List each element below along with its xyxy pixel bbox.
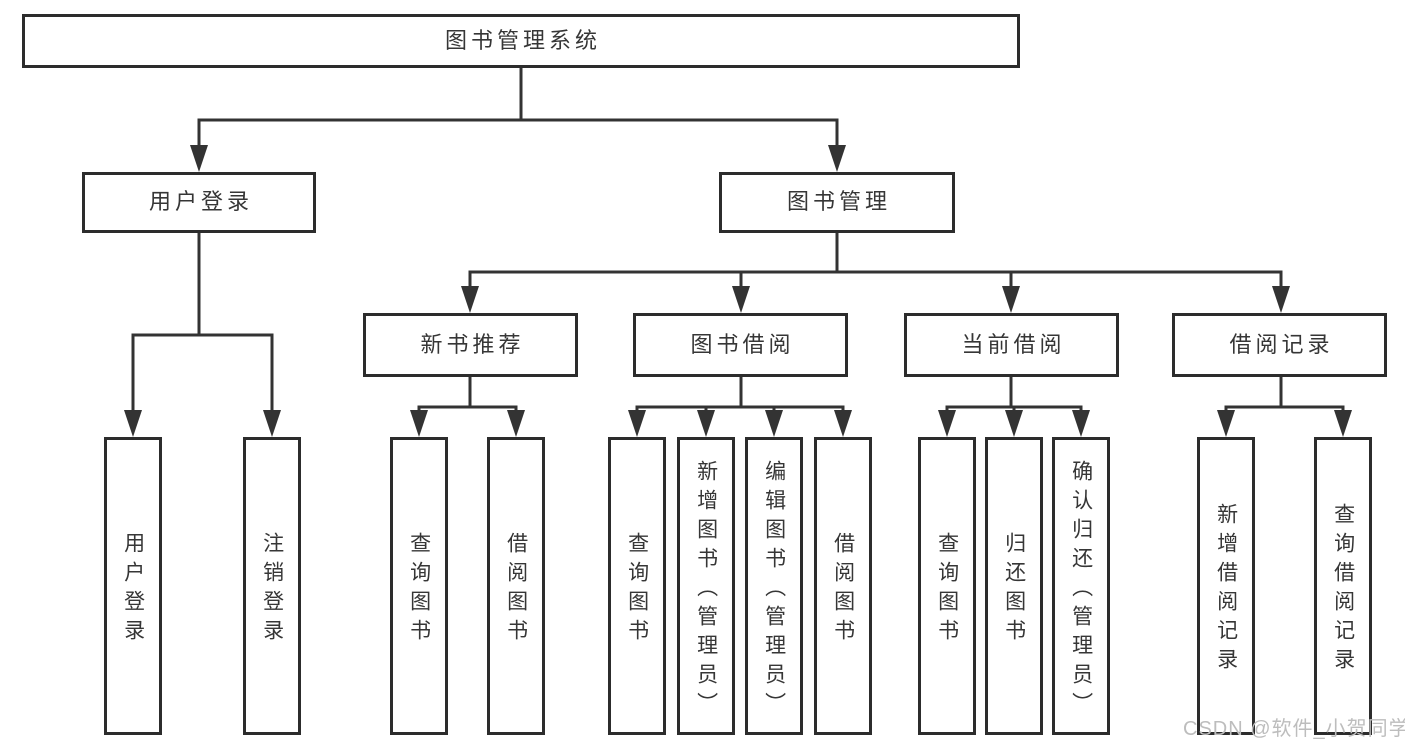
arrowheads (124, 145, 1352, 437)
leaf-borrow-add-book-admin: 新增图书（管理员） (677, 437, 735, 735)
leaf-logout: 注销登录 (243, 437, 301, 735)
node-root: 图书管理系统 (22, 14, 1020, 68)
leaf-recommend-borrow-book: 借阅图书 (487, 437, 545, 735)
leaf-borrow-query-book: 查询图书 (608, 437, 666, 735)
leaf-recommend-query-book: 查询图书 (390, 437, 448, 735)
leaf-records-query-record: 查询借阅记录 (1314, 437, 1372, 735)
node-new-book-recommend: 新书推荐 (363, 313, 578, 377)
csdn-watermark: CSDN @软件_小贺同学 (1183, 718, 1405, 740)
node-book-management: 图书管理 (719, 172, 955, 233)
leaf-borrow-borrow-book: 借阅图书 (814, 437, 872, 735)
leaf-current-return-book: 归还图书 (985, 437, 1043, 735)
node-user-login: 用户登录 (82, 172, 316, 233)
leaf-borrow-edit-book-admin: 编辑图书（管理员） (745, 437, 803, 735)
node-borrow-records: 借阅记录 (1172, 313, 1387, 377)
leaf-current-confirm-return-admin: 确认归还（管理员） (1052, 437, 1110, 735)
node-book-borrow: 图书借阅 (633, 313, 848, 377)
leaf-current-query-book: 查询图书 (918, 437, 976, 735)
node-current-borrow: 当前借阅 (904, 313, 1119, 377)
leaf-records-add-record: 新增借阅记录 (1197, 437, 1255, 735)
leaf-user-login: 用户登录 (104, 437, 162, 735)
